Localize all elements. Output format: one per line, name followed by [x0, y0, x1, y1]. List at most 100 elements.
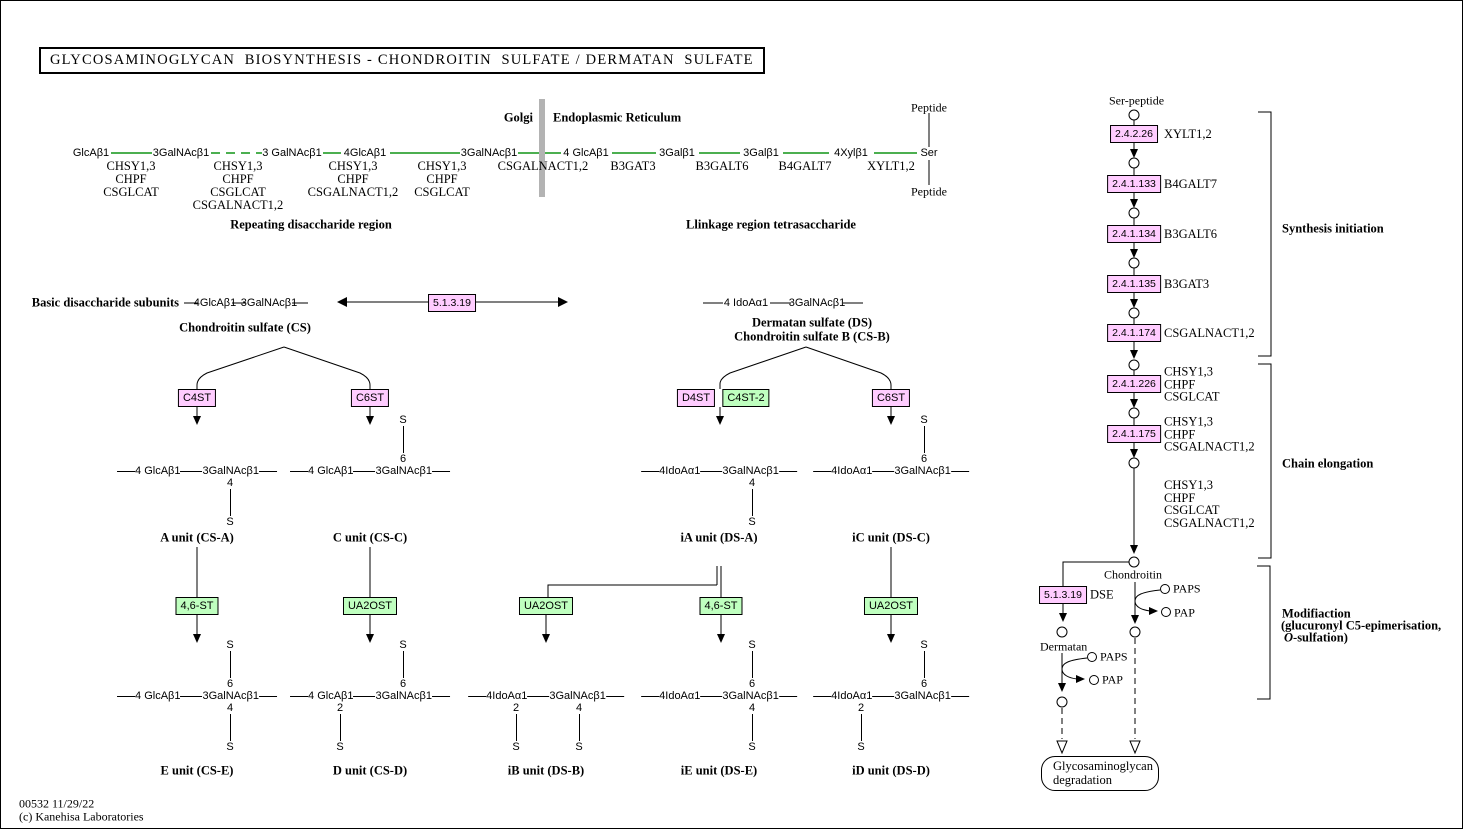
- enzyme-box-4,6-st[interactable]: 4,6-ST: [699, 597, 743, 615]
- stage-gene-list: CHSY1,3 CHPF CSGLCAT CSGALNACT1,2: [1164, 478, 1255, 530]
- compartment-label-golgi: Golgi: [503, 110, 533, 125]
- chain-enzyme-group: CHSY1,3 CHPF CSGLCAT: [414, 159, 470, 199]
- sugar-label: 3GalNAcβ1: [375, 465, 432, 477]
- bracket-label-chain-elongation: Chain elongation: [1282, 456, 1374, 471]
- enzyme-box-ua2ost[interactable]: UA2OST: [518, 597, 574, 615]
- unit-name-label: iE unit (DS-E): [680, 763, 758, 778]
- enzyme-box-c4st-2[interactable]: C4ST-2: [722, 389, 770, 407]
- ec-box-2.4.1.133[interactable]: 2.4.1.133: [1107, 175, 1161, 193]
- ec-box-2.4.1.134[interactable]: 2.4.1.134: [1107, 225, 1161, 243]
- unit-name-label: E unit (CS-E): [160, 763, 234, 778]
- glycosidic-bond-line: [813, 470, 832, 472]
- row1-arrows: [193, 407, 895, 425]
- glycosidic-bond-line: [180, 470, 203, 472]
- enzyme-box-c6st[interactable]: C6ST: [350, 389, 390, 407]
- sugar-label: 3GalNAcβ1: [549, 690, 606, 702]
- sulfate-label: S: [226, 516, 234, 528]
- glycosidic-bond-line: [431, 695, 450, 697]
- enzyme-box-c4st[interactable]: C4ST: [177, 389, 217, 407]
- pap-label-dermatan: PAP: [1102, 672, 1123, 687]
- ec-box-2.4.1.135[interactable]: 2.4.1.135: [1107, 275, 1161, 293]
- enzyme-box-ua2ost[interactable]: UA2OST: [342, 597, 398, 615]
- ec-box-dse-5.1.3.19[interactable]: 5.1.3.19: [1039, 586, 1087, 604]
- unit-name-label: D unit (CS-D): [332, 763, 408, 778]
- bracket-label-modification-line3: O-sulfation): [1284, 631, 1348, 646]
- pap-label-chondroitin: PAP: [1174, 605, 1195, 620]
- glycosidic-bond-line: [527, 695, 550, 697]
- dermatan-sulfate-name: Dermatan sulfate (DS): [751, 315, 873, 330]
- chain-enzyme-group: B3GALT6: [695, 159, 749, 173]
- sulfate-label: S: [226, 639, 234, 651]
- chain-enzyme-group: CHSY1,3 CHPF CSGLCAT CSGALNACT1,2: [192, 159, 284, 212]
- sulfate-link-line: [403, 426, 404, 453]
- sulfate-position-number: 4: [226, 702, 234, 714]
- residue-label: GlcAβ1: [72, 147, 110, 159]
- compartment-label-er: Endoplasmic Reticulum: [553, 110, 682, 125]
- region-label-linkage-tetrasaccharide: Llinkage region tetrasaccharide: [686, 217, 856, 232]
- bracket-label-modification-line2: (glucuronyl C5-epimerisation,: [1281, 618, 1442, 633]
- branch-lines: [196, 346, 892, 390]
- bracket-label-synthesis-initiation: Synthesis initiation: [1282, 221, 1384, 236]
- sulfate-link-line: [924, 426, 925, 453]
- sulfate-label: S: [748, 741, 756, 753]
- residue-label: 3GalNAcβ1: [460, 147, 518, 159]
- peptide-label-bottom: Peptide: [911, 184, 947, 199]
- section-brackets: [1257, 111, 1272, 700]
- glycosaminoglycan-degradation-box[interactable]: Glycosaminoglycan degradation: [1041, 756, 1159, 791]
- chain-enzyme-group: CHSY1,3 CHPF CSGLCAT: [103, 159, 159, 199]
- sulfate-link-line: [579, 714, 580, 741]
- stage-gene-list: CHSY1,3 CHPF CSGALNACT1,2: [1164, 414, 1255, 454]
- chondroitin-label: Chondroitin: [1104, 567, 1163, 582]
- row2-arrows: [193, 615, 895, 643]
- sulfate-label: S: [575, 741, 583, 753]
- unit-name-label: A unit (CS-A): [160, 530, 234, 545]
- row-connectors: [196, 547, 892, 597]
- stage-gene-list: XYLT1,2: [1164, 126, 1212, 141]
- unit-name-label: iB unit (DS-B): [507, 763, 585, 778]
- residue-label: Ser: [920, 147, 938, 159]
- glycosidic-bond-line: [641, 470, 660, 472]
- ec-box-2.4.1.174[interactable]: 2.4.1.174: [1107, 324, 1161, 342]
- glycosidic-bond-line: [872, 470, 895, 472]
- right-pathway-lines: [1056, 120, 1161, 755]
- ser-peptide-label: Ser-peptide: [1109, 93, 1165, 108]
- unit-name-label: iD unit (DS-D): [852, 763, 930, 778]
- sugar-label: 3GalNAcβ1: [202, 690, 259, 702]
- residue-label: 4GlcAβ1: [343, 147, 387, 159]
- glycosidic-bond-line: [950, 695, 969, 697]
- sulfate-position-number: 6: [399, 678, 407, 690]
- sugar-label: 3GalNAcβ1: [894, 690, 951, 702]
- region-label-repeating-disaccharide: Repeating disaccharide region: [230, 217, 392, 232]
- enzyme-box-c6st[interactable]: C6ST: [871, 389, 911, 407]
- sulfate-label: S: [857, 741, 865, 753]
- glycosidic-bond-line: [290, 695, 309, 697]
- sugar-label: 3GalNAcβ1: [722, 465, 779, 477]
- enzyme-box-d4st[interactable]: D4ST: [676, 389, 716, 407]
- degradation-box-text: Glycosaminoglycan degradation: [1053, 759, 1153, 787]
- glycosidic-bond-line: [180, 695, 203, 697]
- sulfate-link-line: [516, 714, 517, 741]
- chondroitin-sulfate-name: Chondroitin sulfate (CS): [179, 320, 311, 335]
- sulfate-link-line: [861, 714, 862, 741]
- sulfate-position-number: 6: [226, 678, 234, 690]
- ec-box-2.4.1.175[interactable]: 2.4.1.175: [1107, 425, 1161, 443]
- ec-box-2.4.2.26[interactable]: 2.4.2.26: [1110, 125, 1158, 143]
- sulfate-label: S: [399, 414, 407, 426]
- basic-disaccharide-heading: Basic disaccharide subunits: [31, 295, 179, 310]
- ec-box-2.4.1.226[interactable]: 2.4.1.226: [1107, 375, 1161, 393]
- enzyme-box-ua2ost[interactable]: UA2OST: [863, 597, 919, 615]
- ec-box-epimerase-5.1.3.19[interactable]: 5.1.3.19: [428, 294, 476, 312]
- sulfate-link-line: [752, 489, 753, 516]
- sulfate-label: S: [512, 741, 520, 753]
- residue-label: 3GalNAcβ1: [152, 147, 210, 159]
- enzyme-box-4,6-st[interactable]: 4,6-ST: [175, 597, 219, 615]
- chain-enzyme-group: CSGALNACT1,2: [497, 159, 589, 173]
- sulfate-label: S: [399, 639, 407, 651]
- sulfate-position-number: 4: [748, 477, 756, 489]
- sugar-label: 4IdoAα1: [831, 465, 873, 477]
- ds-sugar1-label: 4 IdoAα1: [723, 297, 769, 309]
